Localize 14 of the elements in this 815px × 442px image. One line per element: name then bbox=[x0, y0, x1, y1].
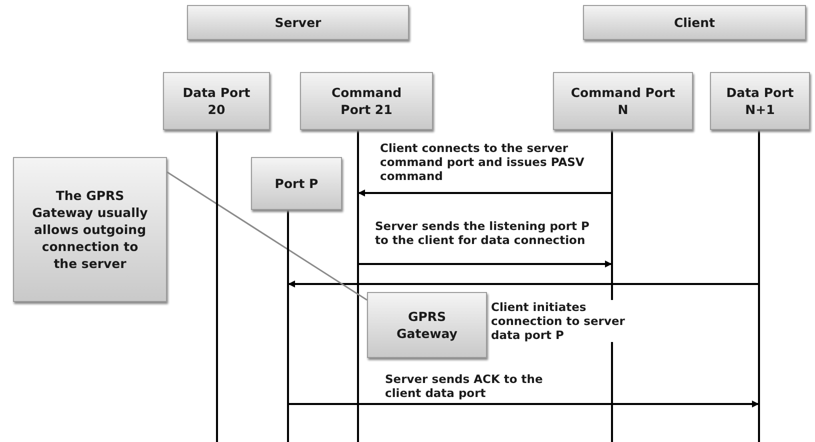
leader-line bbox=[166, 171, 368, 301]
port-box: Data Port N+1 bbox=[710, 72, 810, 130]
gateway-box: GPRS Gateway bbox=[367, 292, 487, 358]
message-arrow bbox=[358, 190, 612, 196]
participant-group-box: Server bbox=[187, 5, 409, 40]
participant-group-box: Client bbox=[583, 5, 806, 40]
port-box: Port P bbox=[251, 157, 342, 210]
note-box: The GPRS Gateway usually allows outgoing connection to the server bbox=[13, 157, 167, 302]
port-box: Command Port 21 bbox=[300, 72, 433, 130]
port-box: Data Port 20 bbox=[163, 72, 270, 130]
port-box: Command Port N bbox=[553, 72, 693, 130]
message-arrow bbox=[358, 260, 612, 268]
message-arrow bbox=[288, 280, 759, 288]
message-arrow bbox=[288, 400, 759, 408]
